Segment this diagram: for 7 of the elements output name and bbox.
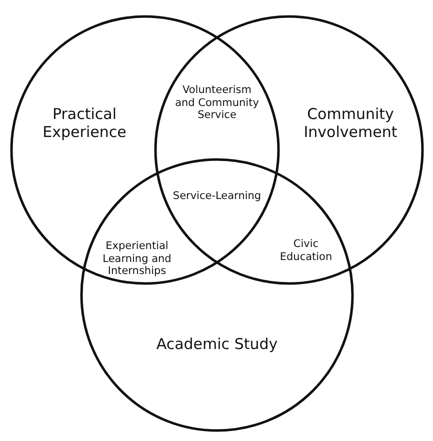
overlap-label: Service-Learning: [172, 190, 262, 203]
circle-label: Academic Study: [155, 335, 279, 353]
circle-label: Community Involvement: [302, 105, 398, 141]
overlap-label: Experiential Learning and Internships: [102, 240, 172, 278]
circle-label: Practical Experience: [42, 105, 128, 141]
overlap-label: Volunteerism and Community Service: [175, 84, 259, 122]
overlap-label: Civic Education: [278, 238, 334, 264]
